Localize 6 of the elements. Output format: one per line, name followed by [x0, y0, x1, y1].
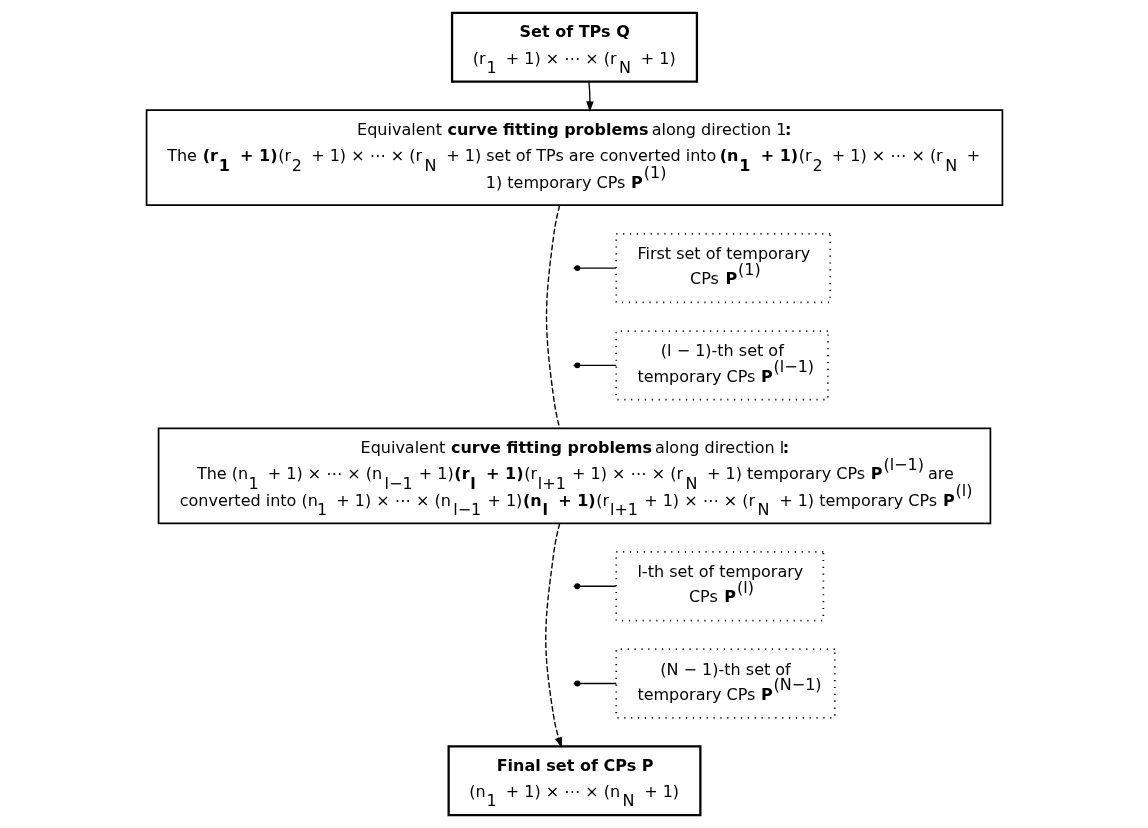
- connector: [578, 682, 617, 685]
- connector: [578, 267, 617, 269]
- arrow: [544, 522, 562, 749]
- connector: [578, 585, 616, 587]
- connector: [578, 364, 617, 367]
- arrow: [585, 81, 594, 113]
